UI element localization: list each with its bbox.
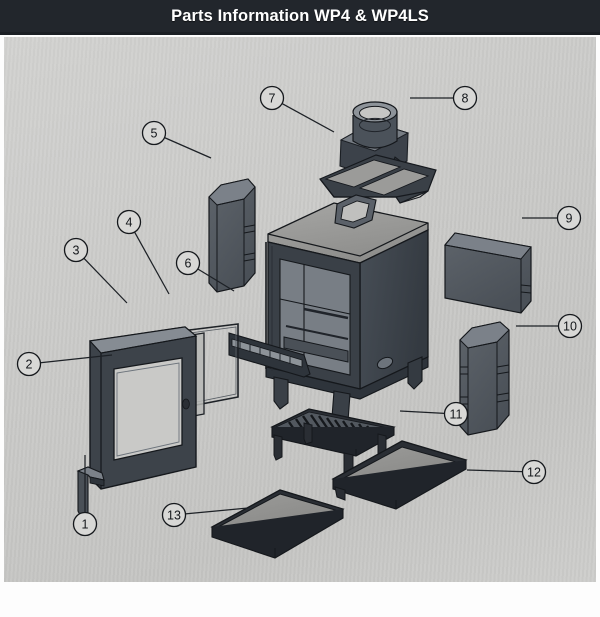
leader-line-6 — [197, 268, 235, 292]
callout-7-baffle-plate[interactable]: 7 — [259, 85, 285, 111]
callout-number: 1 — [82, 518, 89, 532]
callout-circle — [452, 85, 478, 111]
leader-line-3 — [83, 257, 128, 304]
part-rear-brick — [444, 232, 532, 314]
part-ash-pan — [331, 440, 468, 510]
part-fire-grate — [270, 408, 396, 481]
callout-number: 10 — [563, 320, 577, 334]
callout-number: 9 — [566, 212, 573, 226]
part-side-brick-left — [208, 178, 256, 293]
callout-10-side-brick-right[interactable]: 10 — [557, 313, 583, 339]
callout-4-door-rope-seal[interactable]: 4 — [116, 209, 142, 235]
callout-circle — [141, 120, 167, 146]
title-bar: Parts Information WP4 & WP4LS — [0, 0, 600, 35]
part-baffle-plate — [319, 154, 437, 204]
part-stove-body — [265, 194, 429, 428]
leader-line-5 — [164, 137, 212, 159]
callout-number: 13 — [167, 509, 181, 523]
callout-number: 4 — [126, 216, 133, 230]
callout-1-door-handle[interactable]: 1 — [72, 511, 98, 537]
page-footer — [0, 582, 600, 617]
leader-line-12 — [466, 469, 523, 473]
part-door-frame — [88, 326, 198, 490]
part-side-brick-right — [459, 321, 510, 436]
callout-circle — [161, 502, 187, 528]
callout-number: 2 — [26, 358, 33, 372]
callout-number: 6 — [185, 257, 192, 271]
callout-number: 3 — [73, 244, 80, 258]
callout-circle — [63, 237, 89, 263]
callout-circle — [175, 250, 201, 276]
part-base-plate — [210, 489, 345, 559]
callout-circle — [557, 313, 583, 339]
leader-line-11 — [399, 410, 445, 415]
callout-circle — [259, 85, 285, 111]
callout-number: 12 — [527, 466, 541, 480]
leader-line-13 — [185, 507, 249, 515]
callout-9-rear-brick[interactable]: 9 — [556, 205, 582, 231]
leader-line-4 — [134, 231, 170, 295]
callout-circle — [72, 511, 98, 537]
callout-circle — [116, 209, 142, 235]
part-door-handle — [76, 466, 105, 518]
callout-2-door-frame[interactable]: 2 — [16, 351, 42, 377]
callout-number: 11 — [450, 408, 463, 422]
leader-line-7 — [281, 102, 335, 133]
page-title: Parts Information WP4 & WP4LS — [171, 6, 429, 25]
callout-6-grate-rail[interactable]: 6 — [175, 250, 201, 276]
callout-12-ash-pan[interactable]: 12 — [521, 459, 547, 485]
callout-3-door-glass[interactable]: 3 — [63, 237, 89, 263]
callout-8-flue-collar[interactable]: 8 — [452, 85, 478, 111]
part-grate-rail — [228, 332, 311, 378]
leader-line-2 — [40, 354, 113, 364]
callout-5-side-brick-left[interactable]: 5 — [141, 120, 167, 146]
callout-number: 5 — [151, 127, 158, 141]
callout-circle — [16, 351, 42, 377]
callout-11-fire-grate[interactable]: 11 — [443, 401, 469, 427]
callout-circle — [521, 459, 547, 485]
callout-circle — [443, 401, 469, 427]
callout-number: 8 — [462, 92, 469, 106]
callout-circle — [556, 205, 582, 231]
callout-number: 7 — [269, 92, 276, 106]
callout-leaders — [40, 97, 559, 515]
callout-13-base-plate[interactable]: 13 — [161, 502, 187, 528]
